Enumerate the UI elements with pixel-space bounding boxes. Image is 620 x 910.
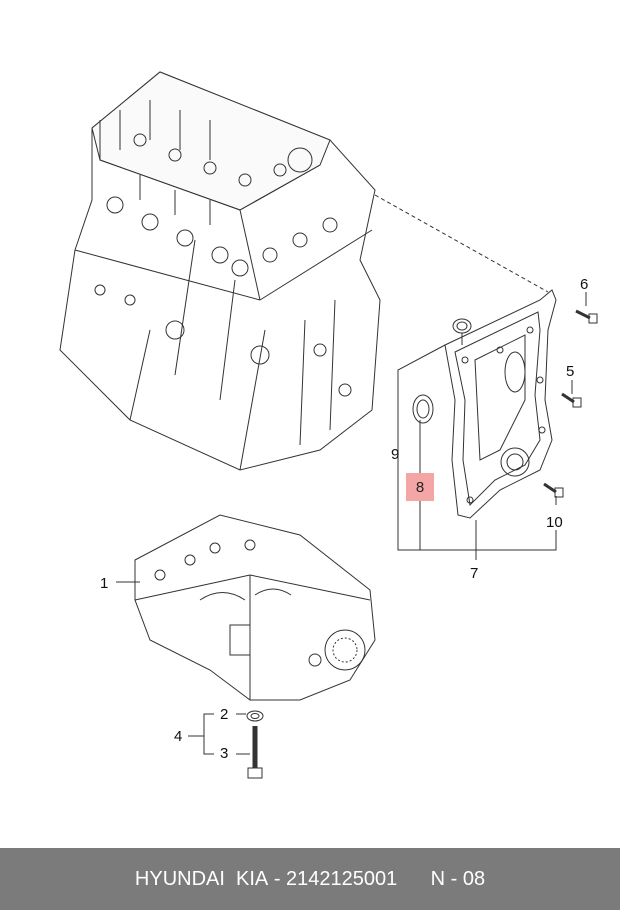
engine-block-drawing bbox=[59, 71, 381, 471]
page-code-text: N - 08 bbox=[430, 867, 486, 890]
dashed-leader-line bbox=[374, 194, 549, 293]
parts-diagram: 1 2 3 4 5 6 7 9 10 8 bbox=[59, 71, 598, 779]
nut-2 bbox=[246, 710, 264, 722]
bolt-6 bbox=[575, 309, 598, 324]
callout-3: 3 bbox=[220, 745, 229, 762]
bolt-5 bbox=[561, 392, 582, 408]
brand-text: HYUNDAI KIA bbox=[134, 867, 269, 890]
callout-10: 10 bbox=[546, 514, 563, 531]
callout-4: 4 bbox=[174, 728, 183, 745]
footer-separator: - bbox=[268, 867, 287, 890]
callout-8-highlighted: 8 bbox=[406, 473, 434, 501]
callout-7: 7 bbox=[470, 565, 479, 582]
callout-6: 6 bbox=[580, 276, 589, 293]
part-number-text: 2142125001 bbox=[286, 867, 398, 890]
callout-1: 1 bbox=[100, 575, 109, 592]
callout-9: 9 bbox=[391, 446, 400, 463]
bolt-3 bbox=[247, 726, 263, 779]
seal-ring-9 bbox=[452, 318, 472, 334]
footer-gap bbox=[397, 868, 430, 891]
bolt-10 bbox=[543, 482, 564, 498]
oil-seal-8 bbox=[412, 394, 434, 424]
balance-shaft-module-drawing bbox=[134, 514, 376, 701]
timing-cover-drawing bbox=[444, 289, 557, 519]
callout-2: 2 bbox=[220, 706, 229, 723]
part-footer-bar: HYUNDAI KIA - 2142125001 N - 08 bbox=[0, 848, 620, 910]
callout-5: 5 bbox=[566, 363, 575, 380]
